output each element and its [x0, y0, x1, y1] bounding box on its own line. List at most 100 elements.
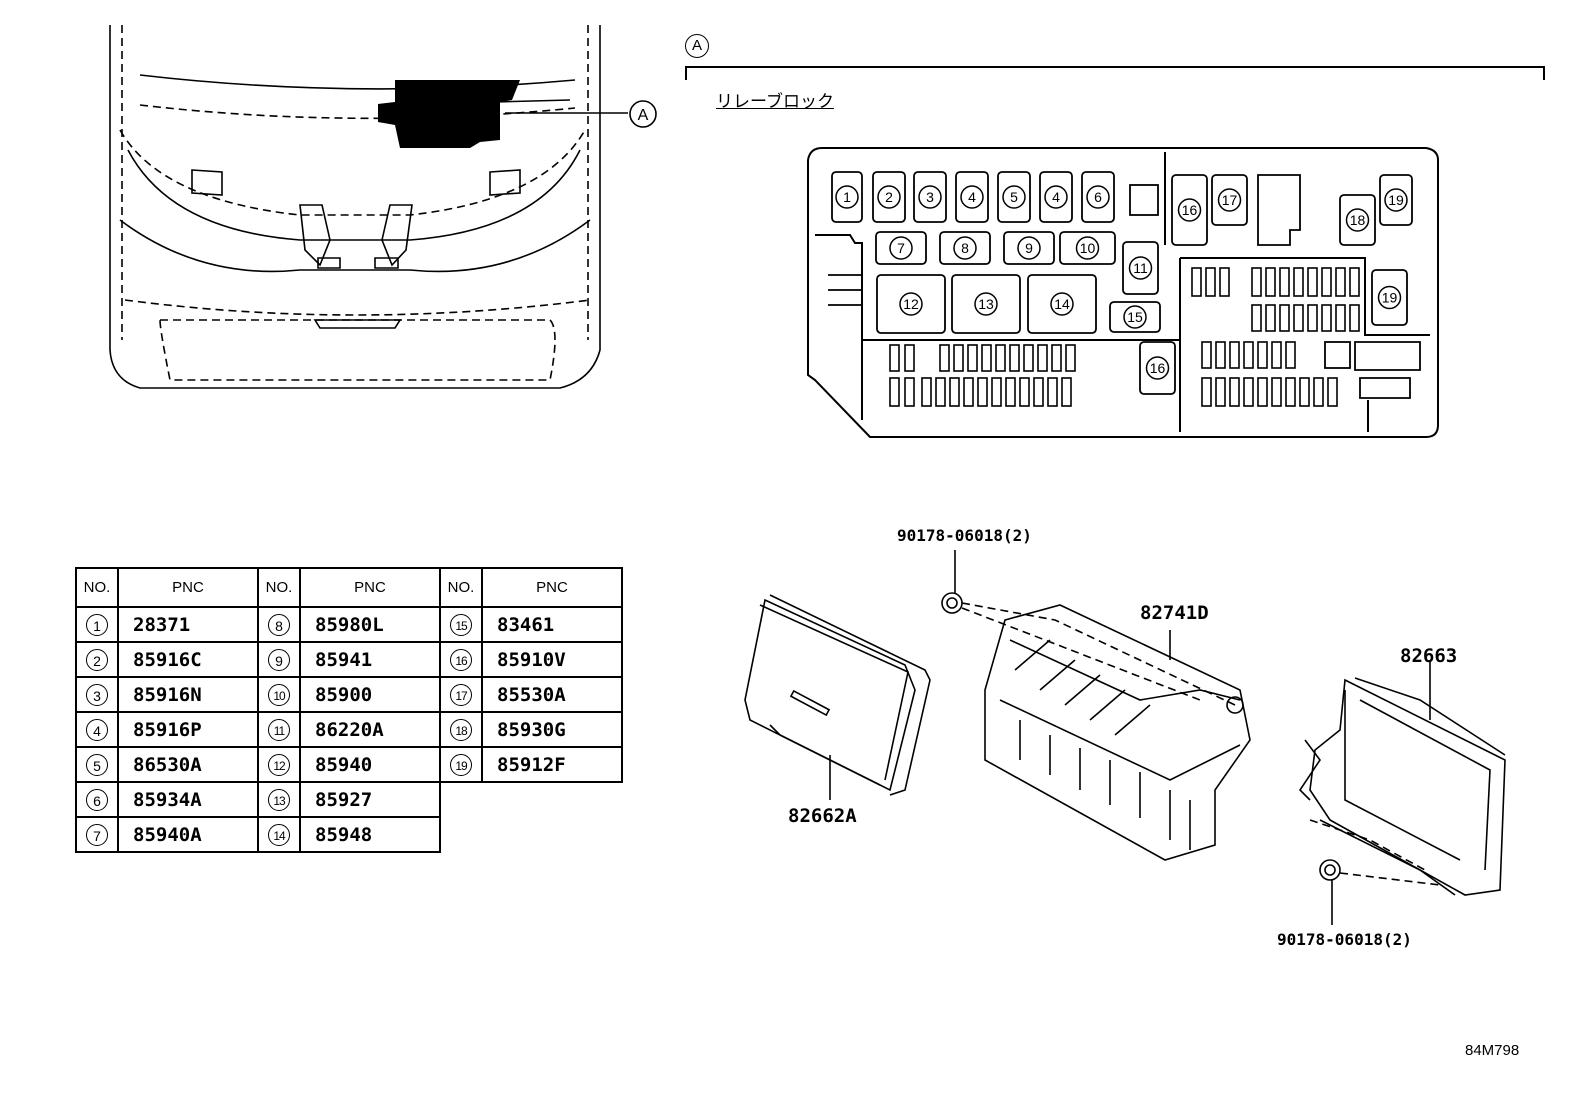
pnc-value: 85927: [299, 781, 441, 818]
header-no: NO.: [257, 567, 301, 608]
row-number: 9: [268, 648, 290, 671]
pnc-value: 85941: [299, 641, 441, 678]
row-number: 10: [268, 683, 290, 706]
fuse-slot: [1065, 344, 1076, 372]
fuse-slot: [1293, 304, 1304, 332]
row-number: 3: [86, 683, 108, 706]
relay-socket-number: 15: [1127, 309, 1143, 325]
fuse-slot: [1229, 341, 1240, 369]
block-illustration: [984, 604, 1251, 861]
table-header-row: NO. PNC NO. PNC NO. PNC: [75, 567, 623, 608]
relay-socket: 16: [1139, 341, 1176, 395]
header-pnc: PNC: [117, 567, 259, 608]
relay-socket: 3: [913, 171, 947, 223]
relay-socket-number: 1: [843, 189, 851, 205]
relay-socket: 9: [1003, 231, 1055, 265]
fuse-slot: [991, 377, 1002, 407]
relay-socket: 4: [955, 171, 989, 223]
fuse-slot: [1219, 267, 1230, 297]
row-number-cell: 4: [75, 711, 119, 748]
relay-socket: 11: [1122, 241, 1159, 295]
relay-socket-number: 4: [1052, 189, 1060, 205]
relay-socket: 19: [1371, 269, 1408, 326]
fuse-slot: [1215, 341, 1226, 369]
fuse-slot: [1033, 377, 1044, 407]
empty-cell: [482, 782, 622, 817]
row-number: 4: [86, 718, 108, 741]
relay-socket: 18: [1339, 194, 1376, 246]
row-number-cell: 9: [257, 641, 301, 678]
case-illustration: [1298, 660, 1506, 896]
fuse-slot: [1349, 267, 1360, 297]
bracket-line: [685, 66, 1545, 80]
fuse-slot: [939, 344, 950, 372]
row-number-cell: 18: [439, 711, 483, 748]
section-header: A: [685, 34, 1547, 94]
row-number: 5: [86, 753, 108, 776]
pnc-value: 85910V: [481, 641, 623, 678]
fuse-slot: [1257, 377, 1268, 407]
relay-socket: 10: [1059, 231, 1116, 265]
row-number: 12: [268, 753, 290, 776]
callout-a: A: [629, 100, 657, 128]
fuse-slot: [1019, 377, 1030, 407]
relay-socket: 15: [1109, 301, 1161, 333]
relay-socket-number: 5: [1010, 189, 1018, 205]
relay-socket: 6: [1081, 171, 1115, 223]
fuse-slot: [1265, 304, 1276, 332]
exploded-parts-view: [744, 550, 1506, 925]
relay-socket-number: 2: [885, 189, 893, 205]
relay-socket: 13: [951, 274, 1021, 334]
relay-socket: 19: [1379, 174, 1413, 226]
row-number: 18: [450, 718, 472, 741]
fuse-slot: [1285, 377, 1296, 407]
fuse-slot: [995, 344, 1006, 372]
fuse-slot: [1215, 377, 1226, 407]
pnc-value: 28371: [117, 606, 259, 643]
pnc-value: 83461: [481, 606, 623, 643]
relay-socket: 17: [1211, 174, 1248, 226]
fuse-slot: [1335, 304, 1346, 332]
vehicle-front-view: A: [109, 25, 657, 389]
header-no: NO.: [75, 567, 119, 608]
row-number: 1: [86, 613, 108, 636]
pnc-value: 85948: [299, 816, 441, 853]
row-number-cell: 8: [257, 606, 301, 643]
cover-illustration: [744, 594, 931, 800]
fuse-slot: [1293, 267, 1304, 297]
fuse-slot: [1009, 344, 1020, 372]
row-number: 14: [268, 823, 290, 846]
row-number: 8: [268, 613, 290, 636]
row-number: 17: [450, 683, 472, 706]
fuse-slot: [1335, 267, 1346, 297]
row-number-cell: 19: [439, 746, 483, 783]
empty-cell: [482, 817, 622, 852]
fuse-slot: [1205, 267, 1216, 297]
empty-cell: [440, 782, 482, 817]
row-number-cell: 3: [75, 676, 119, 713]
pnc-value: 85900: [299, 676, 441, 713]
relay-socket: 2: [872, 171, 906, 223]
row-number-cell: 10: [257, 676, 301, 713]
row-number: 16: [450, 648, 472, 671]
pnc-value: 85916P: [117, 711, 259, 748]
relay-socket-number: 18: [1350, 212, 1366, 228]
fuse-slot: [1251, 267, 1262, 297]
row-number-cell: 2: [75, 641, 119, 678]
fuse-slot: [1051, 344, 1062, 372]
svg-text:A: A: [638, 107, 649, 124]
header-no: NO.: [439, 567, 483, 608]
row-number-cell: 11: [257, 711, 301, 748]
relay-socket: 14: [1027, 274, 1097, 334]
fuse-slot: [1005, 377, 1016, 407]
fuse-slot: [1243, 377, 1254, 407]
diagram-code: 84M798: [1465, 1042, 1520, 1059]
fuse-slot: [1279, 304, 1290, 332]
relay-socket: 7: [875, 231, 927, 265]
fuse-slot: [963, 377, 974, 407]
